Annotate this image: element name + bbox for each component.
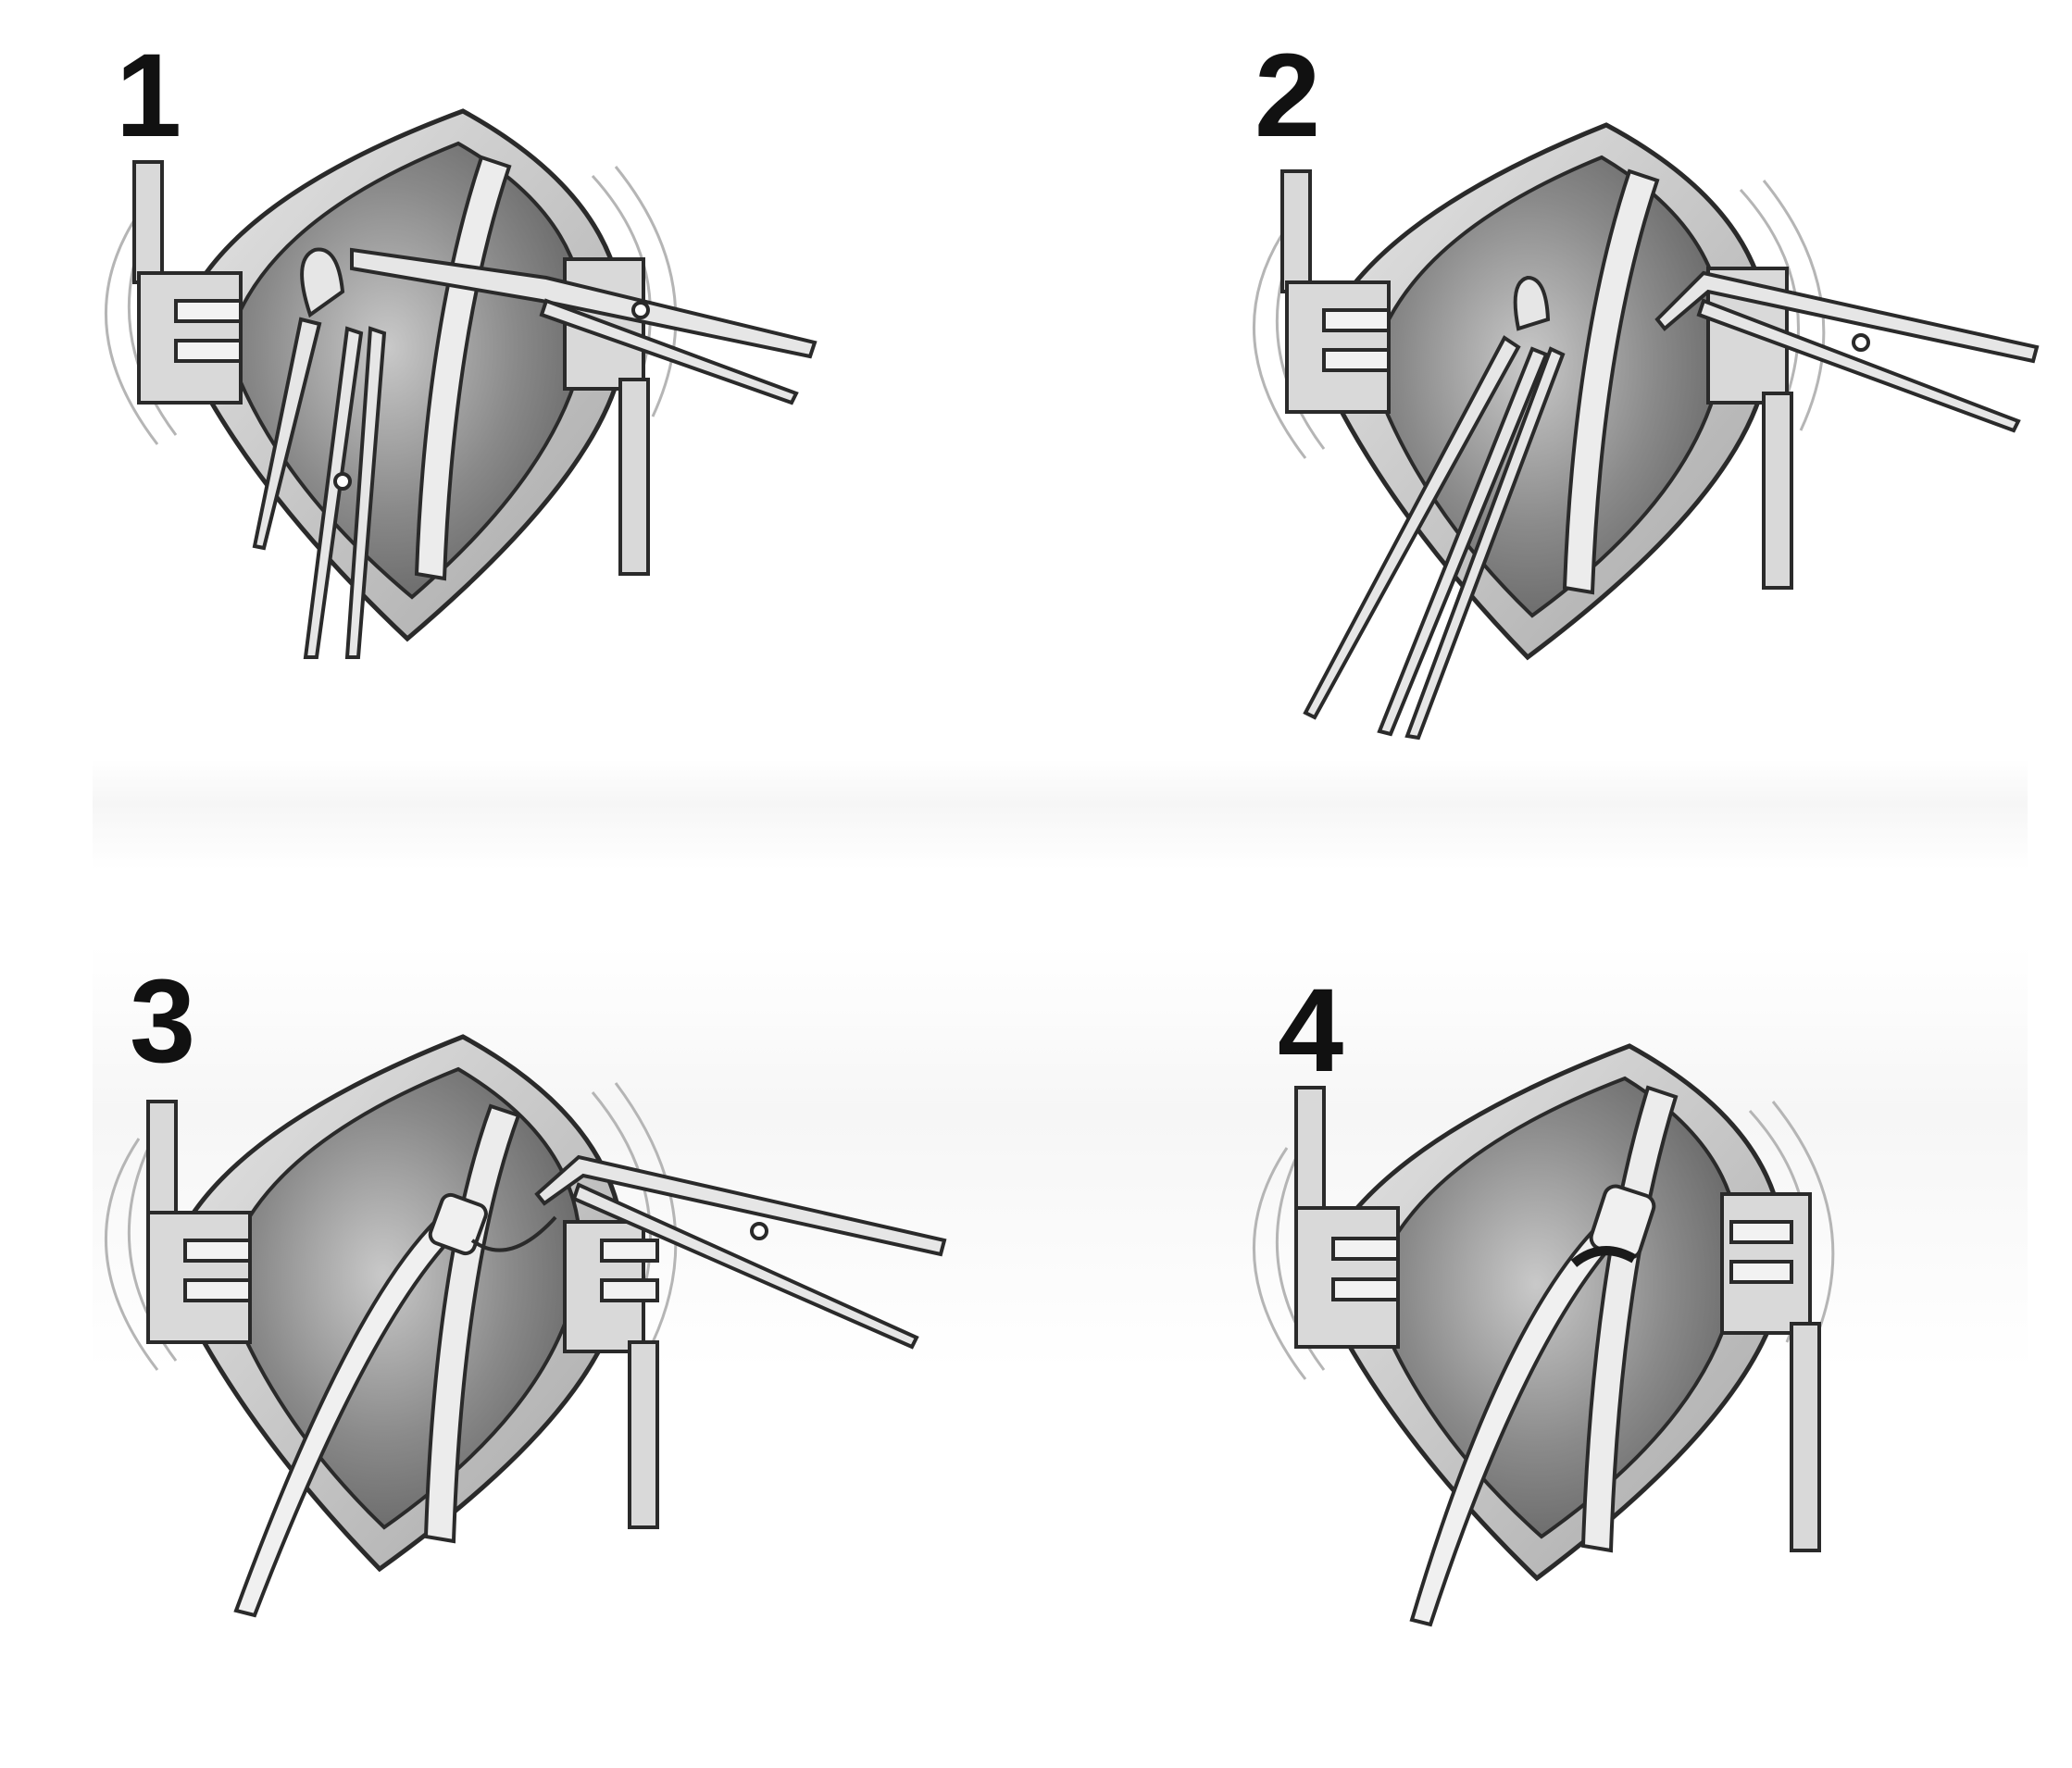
step-number-3: 3 bbox=[130, 955, 196, 1088]
retractor-icon bbox=[1280, 169, 1391, 414]
vessel-icon bbox=[1562, 168, 1660, 595]
surgical-field-illustration-2 bbox=[1252, 122, 2040, 741]
surgical-field-illustration-3 bbox=[104, 1034, 947, 1618]
retractor-icon bbox=[1720, 1192, 1821, 1552]
forceps-icon bbox=[1654, 270, 2040, 433]
forceps-icon bbox=[350, 247, 818, 405]
step-panel-4 bbox=[1222, 1027, 2072, 1768]
catheter-icon bbox=[233, 1192, 488, 1618]
background-band-top bbox=[93, 759, 2028, 870]
retractor-icon bbox=[563, 1220, 659, 1529]
clamp-jaw bbox=[470, 1215, 557, 1252]
forceps-icon bbox=[534, 1154, 947, 1350]
step-number-1: 1 bbox=[116, 30, 182, 162]
surgical-field-illustration-1 bbox=[104, 108, 818, 659]
step-number-4: 4 bbox=[1278, 965, 1344, 1097]
step-panel-3 bbox=[74, 1018, 1000, 1759]
clamp-icon bbox=[1303, 275, 1566, 741]
retractor-icon bbox=[132, 160, 243, 405]
step-panel-2 bbox=[1222, 106, 2072, 847]
clamp-icon bbox=[252, 247, 387, 659]
step-number-2: 2 bbox=[1254, 30, 1321, 162]
catheter-icon bbox=[1409, 1184, 1656, 1627]
retractor-icon bbox=[146, 1100, 252, 1344]
retractor-icon bbox=[1294, 1086, 1400, 1349]
surgical-field-illustration-4 bbox=[1252, 1043, 1835, 1627]
retractor-icon bbox=[563, 257, 650, 576]
step-panel-1 bbox=[74, 93, 1000, 833]
